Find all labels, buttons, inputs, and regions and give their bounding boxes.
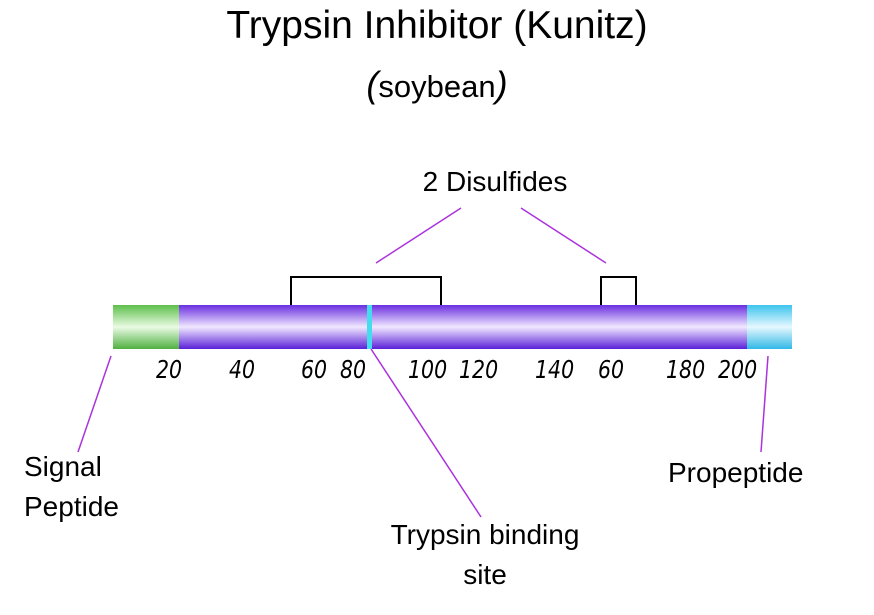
- tick-label: 60: [598, 355, 625, 384]
- diagram-subtitle: (soybean): [0, 64, 874, 106]
- signal-label-line-2: Peptide: [24, 491, 119, 522]
- binding-callout: [370, 348, 482, 518]
- binding-site-marker: [367, 305, 372, 349]
- disulfide-callout-1: [375, 207, 462, 264]
- diagram-title: Trypsin Inhibitor (Kunitz): [226, 4, 648, 47]
- tick-label: 60: [301, 355, 328, 384]
- signal-label-line-1: Signal: [24, 451, 102, 482]
- close-paren: ): [495, 64, 508, 105]
- propeptide-label: Propeptide: [668, 457, 804, 488]
- tick-label: 80: [340, 355, 367, 384]
- binding-label-line-1: Trypsin binding: [390, 519, 580, 550]
- tick-label: 100: [408, 355, 448, 384]
- signal-peptide-label: Signal Peptide: [24, 447, 119, 527]
- trypsin-binding-label: Trypsin binding site: [360, 515, 610, 595]
- signal-callout: [77, 355, 112, 453]
- tick-label: 180: [666, 355, 706, 384]
- disulfide-bond-2: [600, 276, 637, 305]
- main-chain-segment: [179, 305, 747, 349]
- tick-label: 40: [229, 355, 256, 384]
- tick-label: 140: [535, 355, 575, 384]
- tick-label: 200: [718, 355, 758, 384]
- binding-label-line-2: site: [463, 559, 507, 590]
- tick-label: 120: [459, 355, 499, 384]
- propeptide-callout: [760, 355, 769, 453]
- tick-label: 20: [156, 355, 183, 384]
- disulfide-callout-2: [520, 207, 607, 264]
- subtitle-text: soybean: [378, 69, 496, 104]
- propeptide-segment: [747, 305, 792, 349]
- disulfides-label: 2 Disulfides: [422, 166, 568, 197]
- signal-peptide-segment: [113, 305, 179, 349]
- open-paren: (: [366, 64, 379, 105]
- disulfide-bond-1: [290, 276, 442, 305]
